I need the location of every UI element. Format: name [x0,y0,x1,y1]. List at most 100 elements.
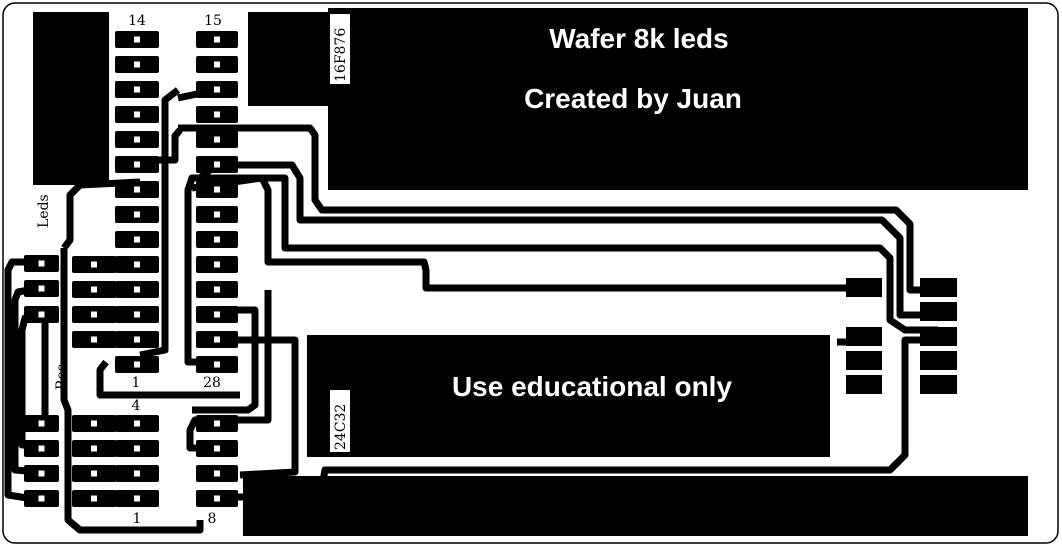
pad [920,327,957,346]
drill-hole [214,186,220,193]
drill-hole [134,286,140,293]
drill-hole [214,336,220,343]
drill-hole [134,361,140,368]
pour-top-right [328,8,1028,190]
pic-part-label-bg [330,14,350,84]
pad [920,375,957,394]
trace-p [96,359,109,395]
board-title: Wafer 8k leds [549,23,728,54]
drill-hole [134,111,140,118]
board-note: Use educational only [452,371,732,402]
pin-1-pic-label: 1 [132,375,141,391]
pic-part-label: 16F876 [333,28,349,82]
drill-hole [38,285,45,292]
drill-hole [214,420,220,427]
pad [920,278,957,297]
drill-hole [134,236,140,243]
drill-hole [214,161,220,168]
trace-h [184,162,219,366]
trace-g [191,174,860,292]
right-connector [846,278,957,394]
drill-hole [214,86,220,93]
drill-hole [134,420,140,427]
drill-hole [134,211,140,218]
trace-d [178,124,938,294]
trace-n [216,336,299,479]
drill-hole [214,311,220,318]
drill-hole [38,470,45,477]
drill-hole [91,470,97,477]
trace-a [139,87,181,359]
drill-hole [91,495,97,502]
drill-hole [134,186,140,193]
drill-hole [134,336,140,343]
trace-f [192,174,938,334]
trace-c [158,127,183,164]
drill-hole [134,445,140,452]
drill-hole [214,61,220,68]
pad [846,375,882,394]
drill-hole [134,36,140,43]
trace-m [192,306,259,414]
pad [846,351,882,370]
drill-hole [214,36,220,43]
drill-hole [134,470,140,477]
board-author: Created by Juan [524,83,742,114]
pour-middle-right [307,335,830,457]
drill-hole [134,161,140,168]
drill-hole [38,495,45,502]
drill-holes [38,36,220,502]
drill-hole [214,236,220,243]
drill-hole [214,136,220,143]
pin-8-label: 8 [208,511,217,527]
pad [920,351,957,370]
eeprom-part-label-bg [330,390,350,452]
drill-hole [134,86,140,93]
pour-top-mid [248,12,328,106]
drill-hole [214,211,220,218]
traces [4,86,938,534]
drill-hole [38,311,45,318]
drill-hole [214,470,220,477]
drill-hole [91,445,97,452]
trace-i [61,178,141,251]
pin-28-label: 28 [203,375,221,391]
trace-q [4,258,41,504]
drill-hole [38,445,45,452]
drill-hole [214,361,220,368]
drill-hole [214,286,220,293]
trace-j [60,248,204,534]
copper-pours [33,8,1028,536]
drill-hole [134,61,140,68]
leds-label: Leds [36,194,52,228]
drill-hole [91,311,97,318]
pin-4-label: 4 [132,398,141,414]
drill-hole [91,261,97,268]
drill-hole [214,495,220,502]
pad [920,302,957,321]
drill-hole [214,261,220,268]
pin-1-eeprom-label: 1 [133,511,142,527]
drill-hole [38,260,45,267]
drill-hole [91,286,97,293]
pin-14-label: 14 [128,13,146,29]
pad [846,278,882,297]
pour-bottom [243,476,1028,536]
drill-hole [91,420,97,427]
pin-15-label: 15 [204,13,222,29]
drill-hole [38,420,45,427]
pad [846,327,882,346]
eeprom-part-label: 24C32 [333,404,349,450]
drill-hole [134,311,140,318]
left-connector [24,255,59,507]
drill-hole [134,261,140,268]
trace-e [216,161,938,319]
drill-hole [214,111,220,118]
drill-hole [134,136,140,143]
drill-hole [134,495,140,502]
drill-hole [91,336,97,343]
res-label: Res [54,364,70,390]
drill-hole [214,445,220,452]
trace-o [216,336,938,501]
